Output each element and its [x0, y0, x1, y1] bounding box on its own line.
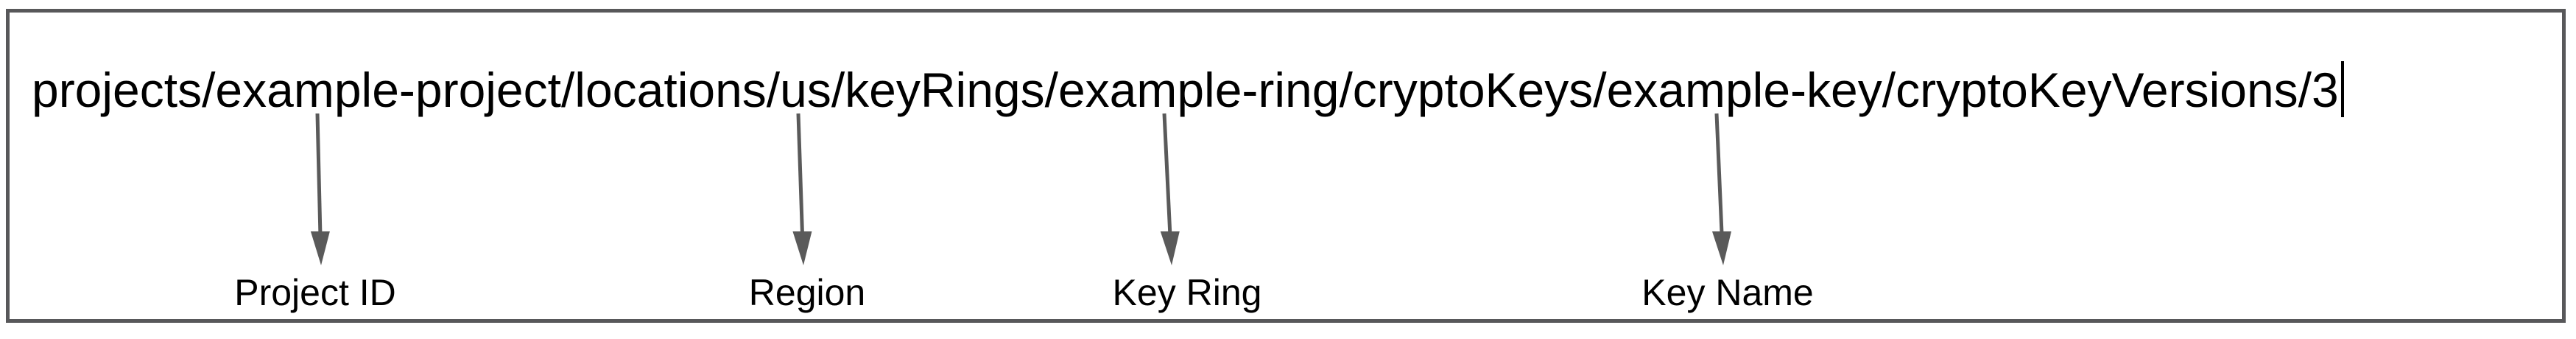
annotation-label-project-id: Project ID [234, 272, 396, 313]
annotation-label-key-name: Key Name [1641, 272, 1814, 313]
annotation-label-key-ring: Key Ring [1112, 272, 1262, 313]
resource-path-text-line: projects/example-project/locations/us/ke… [32, 61, 2344, 117]
annotation-label-region: Region [748, 272, 866, 313]
resource-path-text: projects/example-project/locations/us/ke… [32, 63, 2339, 117]
resource-path-input-box[interactable]: projects/example-project/locations/us/ke… [6, 9, 2566, 323]
text-cursor-caret [2340, 61, 2344, 117]
